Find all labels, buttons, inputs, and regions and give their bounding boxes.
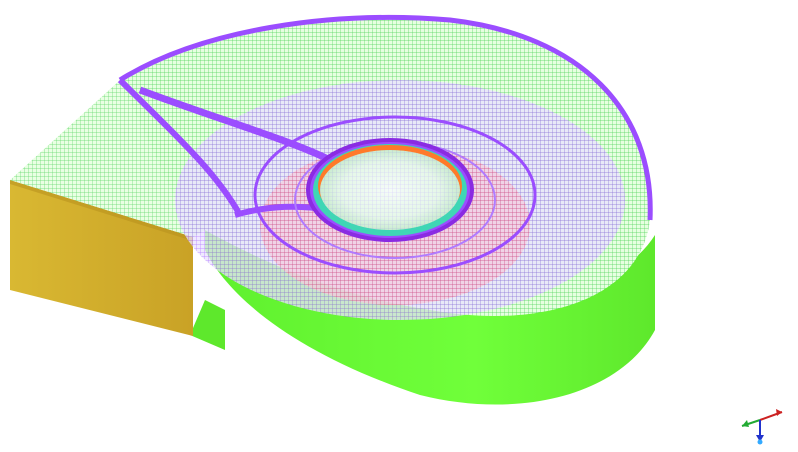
x-axis-arrow-icon <box>776 409 782 416</box>
z-axis-arrow-icon <box>756 435 764 442</box>
axis-triad <box>741 409 783 445</box>
inlet-eye <box>306 138 474 242</box>
y-axis-arrow-icon <box>742 420 749 427</box>
